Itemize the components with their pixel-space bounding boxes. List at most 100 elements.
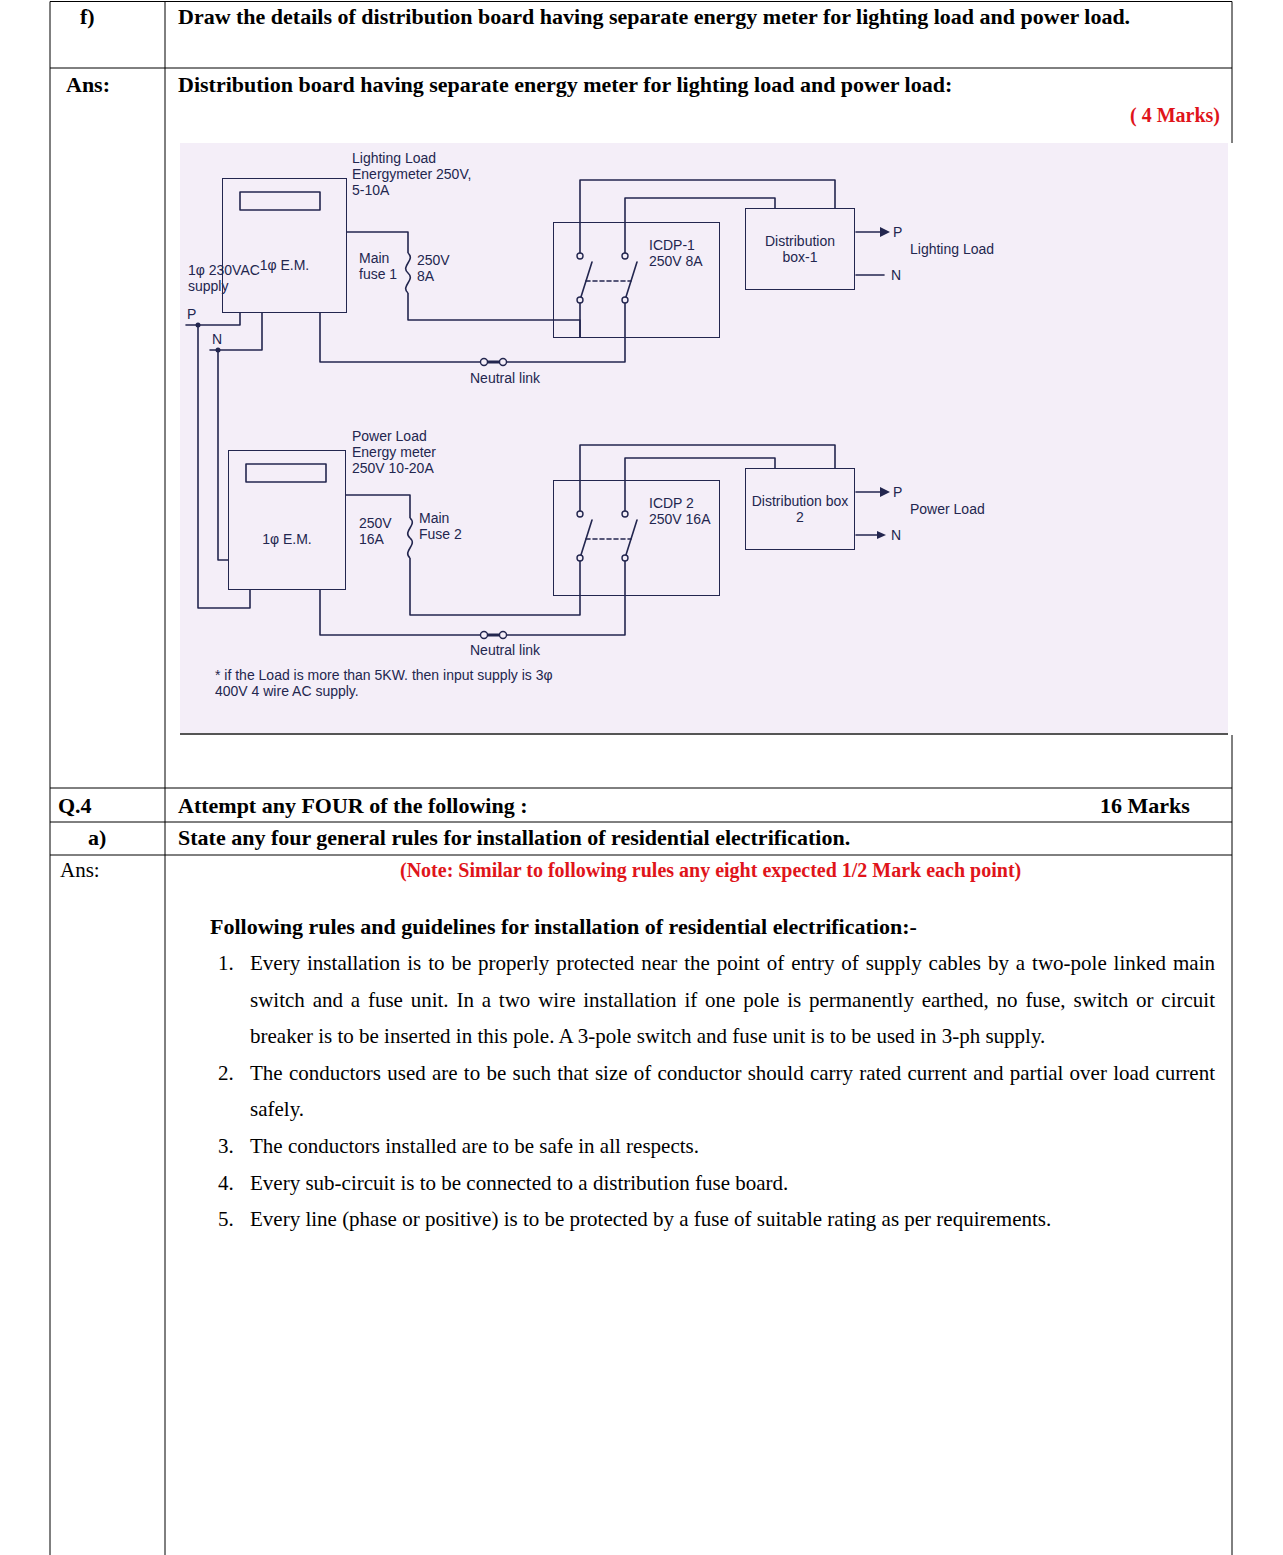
- item-text: The conductors installed are to be safe …: [250, 1128, 1215, 1165]
- item-text: Every installation is to be properly pro…: [250, 945, 1215, 1055]
- question-number: a): [88, 824, 106, 852]
- answer-tag: Ans:: [60, 856, 100, 884]
- neutral-link-label: Neutral link: [470, 642, 580, 658]
- phase-mark-wrap: P: [893, 484, 902, 500]
- meter-rating: Lighting Load Energymeter 250V, 5-10A: [352, 150, 472, 198]
- supply-neutral-branch: [218, 350, 228, 560]
- output-neutral-lead: [856, 274, 884, 276]
- load-label: Lighting Load: [910, 241, 1030, 257]
- neutral-link-label-wrap: Neutral link: [470, 642, 580, 658]
- question-number-wrap: Q.4: [58, 792, 92, 820]
- question-number-wrap: a): [88, 824, 106, 852]
- footnote-wrap: * if the Load is more than 5KW. then inp…: [215, 667, 555, 699]
- wire-connector: [346, 495, 580, 615]
- fuse-rating-wrap: 250V 16A: [359, 515, 404, 547]
- neutral-mark: N: [212, 331, 222, 347]
- icdp-switch-box: ICDP 2 250V 16A: [553, 480, 720, 596]
- output-phase-lead: [856, 491, 880, 493]
- neutral-mark: N: [891, 267, 901, 283]
- meter-rating-wrap: Lighting Load Energymeter 250V, 5-10A: [352, 150, 472, 198]
- list-item: 4.Every sub-circuit is to be connected t…: [218, 1165, 1218, 1202]
- fuse-rating: 250V 16A: [359, 515, 404, 547]
- answer-heading: Following rules and guidelines for insta…: [210, 913, 1220, 941]
- question-text-wrap: Draw the details of distribution board h…: [178, 3, 1223, 31]
- neutral-mark-wrap: N: [891, 267, 901, 283]
- question-number: f): [80, 3, 95, 31]
- list-item: 1.Every installation is to be properly p…: [218, 945, 1218, 1055]
- junction-dots: [196, 227, 891, 539]
- supply-label: 1φ 230VAC supply: [188, 262, 278, 294]
- fuse-symbol: [402, 253, 414, 293]
- wire-connector: [580, 180, 835, 222]
- marks-note: ( 4 Marks): [1060, 101, 1220, 129]
- item-text: The conductors used are to be such that …: [250, 1055, 1215, 1128]
- item-number: 4.: [218, 1165, 250, 1202]
- answer-tag-wrap: Ans:: [66, 71, 110, 99]
- item-number: 3.: [218, 1128, 250, 1165]
- neutral-link-label: Neutral link: [470, 370, 580, 386]
- distribution-box: Distribution box-1: [745, 208, 855, 290]
- item-number: 5.: [218, 1201, 250, 1238]
- marking-note: (Note: Similar to following rules any ei…: [400, 856, 1225, 884]
- wire-connector: [320, 590, 625, 635]
- node-text: ICDP-1 250V 8A: [649, 237, 715, 269]
- meter-display: [246, 464, 326, 482]
- distribution-box: Distribution box 2: [745, 468, 855, 550]
- footnote: * if the Load is more than 5KW. then inp…: [215, 667, 555, 699]
- node-text: 1φ E.M.: [233, 531, 341, 547]
- supply-phase-branch: [198, 325, 250, 608]
- question-text-wrap: State any four general rules for install…: [178, 824, 1223, 852]
- table-lines: [50, 2, 1232, 1555]
- load-label-wrap: Power Load: [910, 501, 1030, 517]
- meter-display: [240, 192, 320, 210]
- question-text: State any four general rules for install…: [178, 824, 1223, 852]
- neutral-link-symbol: [481, 359, 507, 639]
- output-neutral-lead: [856, 534, 878, 536]
- list-item: 3.The conductors installed are to be saf…: [218, 1128, 1218, 1165]
- answer-heading-wrap: Distribution board having separate energ…: [178, 71, 1223, 99]
- photo-edge: [180, 733, 1228, 735]
- fuse-label-wrap: Main fuse 1: [359, 250, 404, 282]
- phase-mark: P: [187, 306, 196, 322]
- list-item: 5.Every line (phase or positive) is to b…: [218, 1201, 1218, 1238]
- neutral-mark: N: [891, 527, 901, 543]
- supply-neutral-wire: [210, 313, 262, 350]
- fuse-rating: 250V 8A: [417, 252, 461, 284]
- rules-list: 1.Every installation is to be properly p…: [218, 945, 1218, 1238]
- node-text: Distribution box-1: [750, 233, 850, 265]
- node-text: ICDP 2 250V 16A: [649, 495, 715, 527]
- output-phase-lead: [856, 231, 880, 233]
- neutral-mark-wrap: N: [891, 527, 901, 543]
- fuse-label: Main fuse 1: [359, 250, 404, 282]
- node-text: Distribution box 2: [750, 493, 850, 525]
- wire-connector: [347, 232, 580, 338]
- phase-mark: P: [893, 224, 902, 240]
- fuse-symbol: [404, 518, 416, 558]
- wire-connector: [625, 458, 775, 480]
- marking-note-wrap: (Note: Similar to following rules any ei…: [400, 856, 1225, 884]
- item-text: Every line (phase or positive) is to be …: [250, 1201, 1215, 1238]
- question-text: Draw the details of distribution board h…: [178, 3, 1223, 31]
- answer-heading-wrap: Following rules and guidelines for insta…: [210, 913, 1220, 941]
- neutral-link-label-wrap: Neutral link: [470, 370, 580, 386]
- question-number: Q.4: [58, 792, 92, 820]
- answer-heading: Distribution board having separate energ…: [178, 71, 1223, 99]
- question-number-wrap: f): [80, 3, 95, 31]
- item-number: 1.: [218, 945, 250, 1055]
- energy-meter-box: 1φ E.M.: [222, 178, 347, 313]
- item-text: Every sub-circuit is to be connected to …: [250, 1165, 1215, 1202]
- phase-mark-wrap: P: [893, 224, 902, 240]
- list-item: 2.The conductors used are to be such tha…: [218, 1055, 1218, 1128]
- marks-total-wrap: 16 Marks: [1100, 792, 1190, 820]
- meter-rating: Power Load Energy meter 250V 10-20A: [352, 428, 472, 476]
- question-text-wrap: Attempt any FOUR of the following :: [178, 792, 528, 820]
- load-label: Power Load: [910, 501, 1030, 517]
- marks-total: 16 Marks: [1100, 792, 1190, 820]
- wire-connector: [625, 198, 775, 222]
- fuse-rating-wrap: 250V 8A: [417, 252, 461, 284]
- supply-label-wrap: 1φ 230VAC supply: [188, 262, 278, 294]
- icdp-switch-box: ICDP-1 250V 8A: [553, 222, 720, 338]
